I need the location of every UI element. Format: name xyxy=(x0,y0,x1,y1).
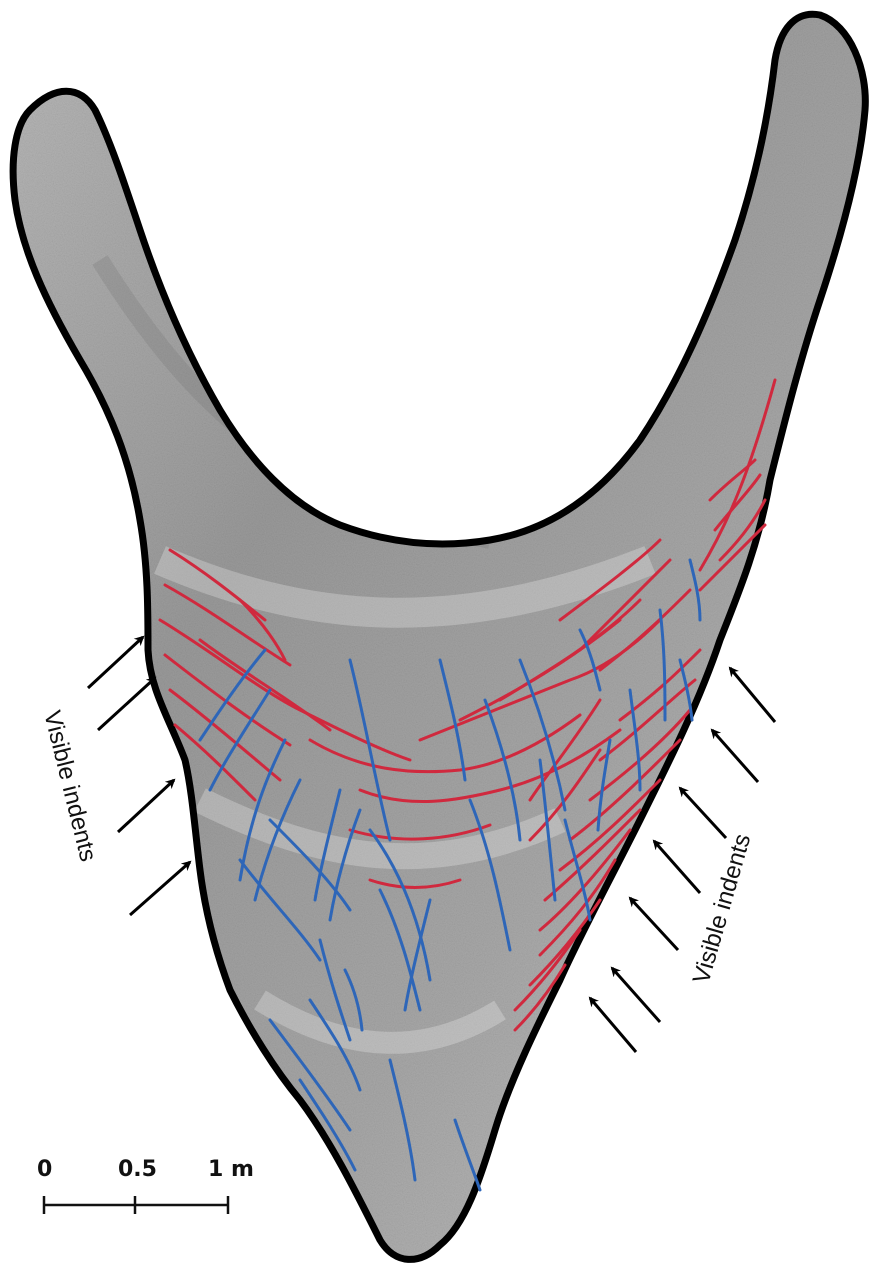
arrow-right-6 xyxy=(612,968,660,1022)
scale-bar: 0 0.5 1 m xyxy=(37,1157,254,1214)
arrow-left-4 xyxy=(130,862,190,915)
arrow-left-1 xyxy=(88,637,143,688)
arrow-right-1 xyxy=(730,668,775,722)
arrow-right-7 xyxy=(590,998,636,1052)
specimen-fill xyxy=(13,14,865,1259)
right-annotation-label: Visible indents xyxy=(688,831,756,987)
scale-label-0: 0 xyxy=(37,1157,52,1182)
arrow-left-3 xyxy=(118,780,174,832)
arrow-right-4 xyxy=(654,841,700,893)
left-annotation-label: Visible indents xyxy=(38,708,102,864)
specimen-shape xyxy=(13,14,865,1259)
arrow-right-3 xyxy=(680,788,726,838)
arrow-right-2 xyxy=(712,730,758,782)
arrow-left-2 xyxy=(98,678,155,730)
scale-label-0-5: 0.5 xyxy=(118,1157,157,1182)
scale-label-1m: 1 m xyxy=(208,1157,254,1182)
arrow-right-5 xyxy=(630,898,678,950)
